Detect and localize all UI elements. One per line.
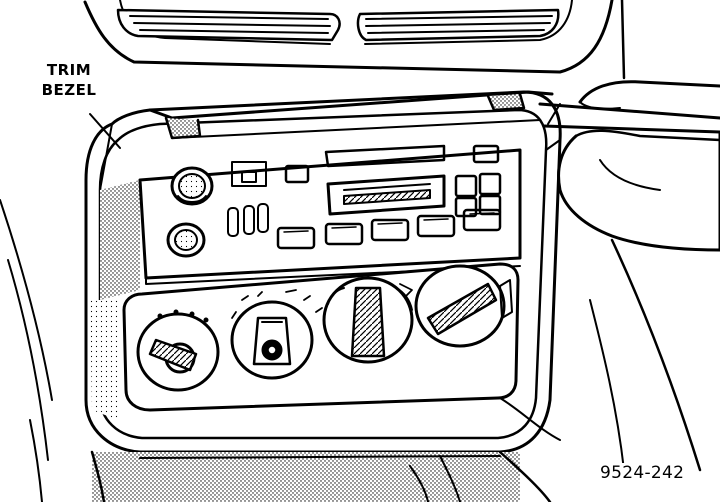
- hand-with-tool: [538, 80, 720, 252]
- volume-knob: [170, 166, 214, 206]
- trim-bezel-label: TRIM BEZEL: [34, 60, 104, 100]
- climate-panel-symbols: [231, 283, 413, 319]
- fan-speed-knob: [136, 309, 220, 392]
- bezel-pulled-edge: [148, 90, 554, 140]
- radio-preset-buttons: [276, 208, 502, 250]
- trim-bezel-label-line2: BEZEL: [41, 81, 97, 99]
- tune-knob: [166, 222, 206, 258]
- figure-number: 9524-242: [598, 463, 687, 483]
- mode-selector-knob: [230, 300, 314, 380]
- recirculation-knob: [414, 264, 513, 348]
- callout-leader-line: [89, 113, 121, 149]
- lower-console: [90, 397, 561, 502]
- cassette-door: [326, 174, 446, 216]
- air-vent-left: [116, 8, 341, 42]
- cassette-display: [324, 144, 446, 168]
- radio-small-buttons: [227, 161, 269, 237]
- radio-right-buttons: [284, 144, 502, 218]
- air-vent-right: [356, 8, 560, 42]
- temperature-knob: [322, 276, 414, 364]
- trim-bezel-label-line1: TRIM: [46, 61, 92, 79]
